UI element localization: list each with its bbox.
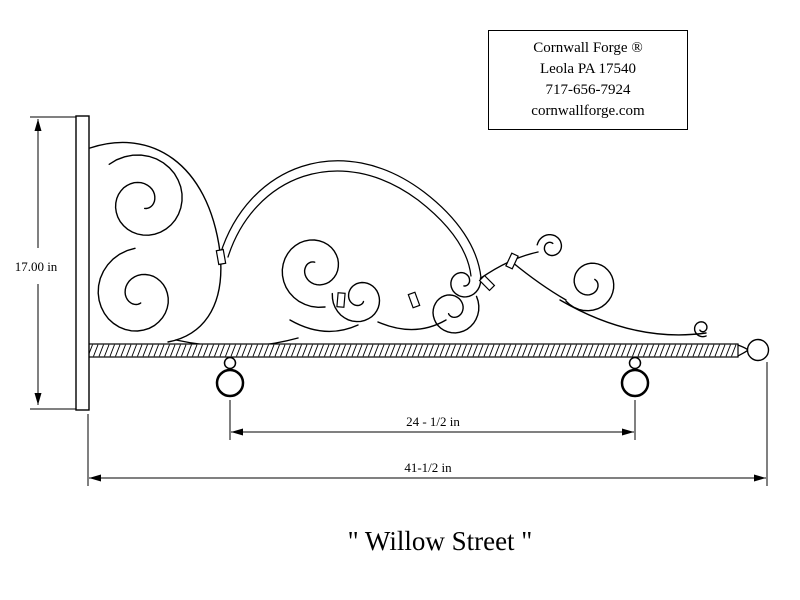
ball-finial [746, 338, 770, 362]
sign-name-caption: " Willow Street " [347, 526, 533, 556]
company-address: Leola PA 17540 [539, 61, 637, 77]
title-block: Cornwall Forge ® Leola PA 17540 717-656-… [488, 30, 688, 130]
dimension-ring-spacing: 24 - 1/2 in [229, 400, 636, 440]
dimension-overall-length: 41-1/2 in [87, 362, 768, 486]
company-name: Cornwall Forge ® [533, 40, 643, 56]
hanging-ring-left [215, 356, 245, 398]
wall-plate [75, 115, 90, 411]
dim-overall-label: 41-1/2 in [404, 460, 452, 475]
hanging-ring-right [620, 356, 650, 398]
dim-ring-spacing-label: 24 - 1/2 in [406, 414, 460, 429]
mounting-bar [87, 338, 770, 362]
dimension-height: 17.00 in [15, 116, 76, 410]
company-website: cornwallforge.com [531, 103, 645, 119]
dim-height-label: 17.00 in [15, 259, 58, 274]
scrollwork [89, 141, 708, 348]
collar-clamps [215, 248, 519, 309]
bar-rope-texture [87, 344, 737, 357]
company-phone: 717-656-7924 [545, 82, 631, 98]
